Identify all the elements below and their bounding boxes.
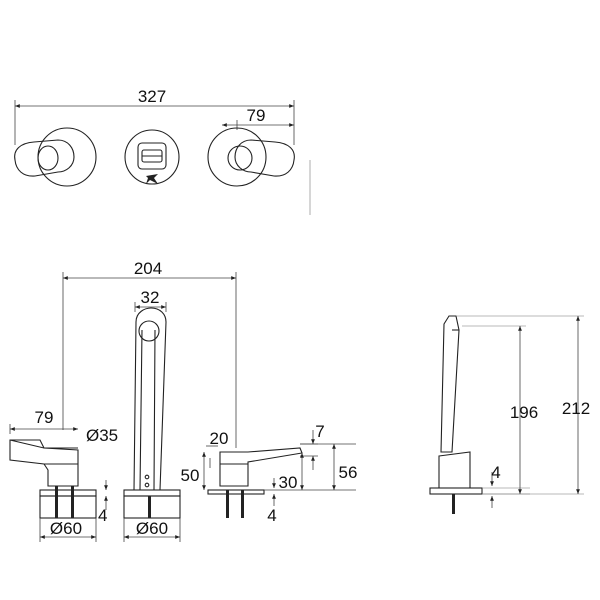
dimension-label-4-side: 4 (491, 463, 500, 482)
dimension-label-diameter-60-center: Ø60 (136, 519, 168, 538)
dimension-label-56: 56 (339, 463, 358, 482)
right-handle-rosette (207, 127, 295, 187)
dimension-label-212: 212 (562, 399, 590, 418)
dimension-overall-width-top: 327 (14, 87, 295, 145)
right-handle: 20 50 7 30 56 4 (181, 422, 358, 525)
front-view: 204 32 79 Ø35 Ø60 4 (9, 259, 358, 542)
dimension-label-20: 20 (210, 429, 229, 448)
dimension-label-204: 204 (134, 259, 162, 278)
dimension-label-diameter-60-left: Ø60 (50, 519, 82, 538)
dimension-label-32: 32 (141, 288, 160, 307)
top-view: 327 79 (14, 87, 295, 187)
dimension-label-196: 196 (510, 403, 538, 422)
dimension-label-50: 50 (181, 466, 200, 485)
dimension-spout-width: 32 (134, 288, 167, 312)
dimension-label-4-left: 4 (98, 506, 107, 525)
dimension-handle-offset-top: 79 (222, 106, 294, 130)
dimension-overall-width-front: 204 (62, 259, 237, 448)
spout-rosette (124, 129, 180, 185)
dimension-label-diameter-35: Ø35 (86, 426, 118, 445)
dimension-label-79-top: 79 (247, 106, 266, 125)
spout: Ø60 (123, 307, 181, 542)
dimension-label-327: 327 (138, 87, 166, 106)
left-handle-rosette (14, 127, 97, 187)
dimension-label-30: 30 (279, 473, 298, 492)
dimension-label-7: 7 (315, 422, 324, 441)
side-view: 196 212 4 (429, 315, 590, 514)
dimension-label-4-right: 4 (267, 506, 276, 525)
dimension-label-79-front: 79 (35, 408, 54, 427)
left-handle: 79 Ø35 Ø60 4 (9, 408, 118, 542)
